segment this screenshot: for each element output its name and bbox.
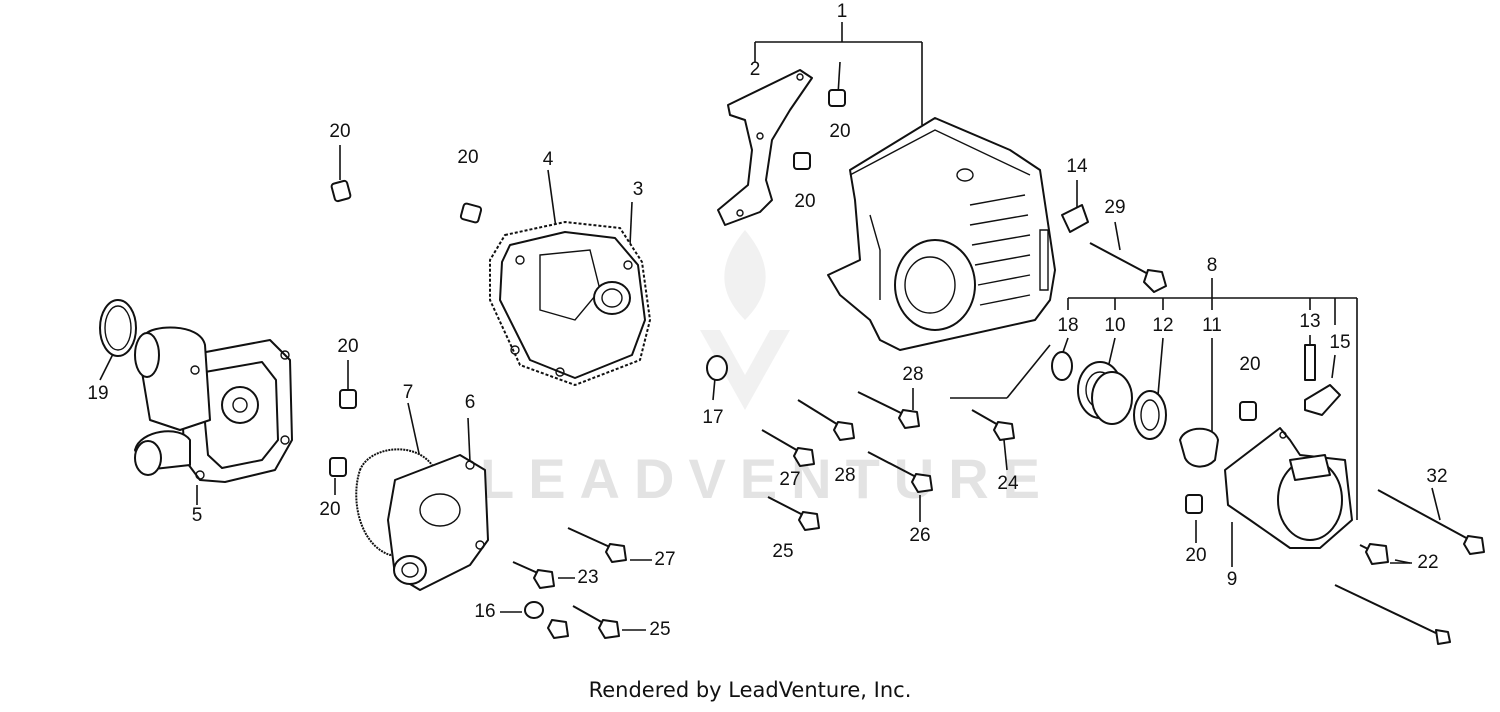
callout-4: 4 [543, 149, 554, 170]
callout-27a: 27 [654, 549, 675, 570]
callout-12: 12 [1152, 315, 1173, 336]
callout-7: 7 [403, 382, 414, 403]
callout-dashes [558, 559, 1412, 631]
part-14-clip [1061, 204, 1089, 233]
callout-19: 19 [87, 383, 108, 404]
part-16-washer [524, 601, 544, 619]
callout-22: 22 [1417, 552, 1438, 573]
part-18-seal [1051, 351, 1073, 381]
callout-29: 29 [1104, 197, 1125, 218]
callout-20c: 20 [829, 121, 850, 142]
callout-20e: 20 [337, 336, 358, 357]
part-29-bolt [1089, 242, 1167, 293]
callout-24: 24 [997, 473, 1019, 494]
callout-20b: 20 [457, 147, 478, 168]
callout-27b: 27 [779, 469, 800, 490]
callout-23: 23 [577, 567, 598, 588]
callout-20h: 20 [1185, 545, 1206, 566]
part-6-inner-cover [387, 454, 489, 591]
callout-15: 15 [1329, 332, 1350, 353]
callout-16: 16 [474, 601, 495, 622]
callout-1: 1 [837, 1, 848, 22]
callout-14: 14 [1066, 156, 1088, 177]
part-17-washer [706, 355, 728, 381]
callout-20g: 20 [1239, 354, 1260, 375]
part-10-bearing [1077, 361, 1133, 425]
callout-26: 26 [909, 525, 930, 546]
callout-labels: 1 2 3 4 5 6 7 8 9 10 11 12 13 14 15 16 1… [87, 1, 1447, 640]
callout-3: 3 [633, 179, 644, 200]
callout-13: 13 [1299, 311, 1320, 332]
callout-25b: 25 [649, 619, 670, 640]
callout-32: 32 [1426, 466, 1447, 487]
callout-17: 17 [702, 407, 723, 428]
callout-5: 5 [192, 505, 203, 526]
callout-20f: 20 [319, 499, 340, 520]
callout-18: 18 [1057, 315, 1078, 336]
part-9-housing [1224, 427, 1353, 549]
callout-20a: 20 [329, 121, 350, 142]
callout-8: 8 [1207, 255, 1218, 276]
part-1-case [827, 117, 1056, 351]
collars [329, 89, 1257, 514]
part-13-bleeder [1304, 344, 1316, 381]
part-11-spring [1179, 427, 1219, 468]
callout-6: 6 [465, 392, 476, 413]
callout-28a: 28 [902, 364, 923, 385]
part-12-seal [1133, 390, 1167, 440]
callout-25a: 25 [772, 541, 793, 562]
callout-10: 10 [1104, 315, 1125, 336]
callout-9: 9 [1227, 569, 1238, 590]
part-3-cover [499, 231, 646, 379]
part-19-o-ring [99, 299, 137, 357]
part-15-elbow [1304, 384, 1341, 416]
callout-11: 11 [1202, 315, 1222, 336]
bolts [512, 391, 1485, 645]
parts-diagram: 1 2 3 4 5 6 7 8 9 10 11 12 13 14 15 16 1… [87, 1, 1485, 645]
leader-lines [99, 22, 1441, 613]
footer-credit: Rendered by LeadVenture, Inc. [588, 678, 912, 702]
part-5-pump-housing [134, 326, 293, 483]
callout-20d: 20 [794, 191, 815, 212]
callout-2: 2 [750, 59, 761, 80]
callout-28b: 28 [834, 465, 855, 486]
part-2-bracket [717, 69, 813, 226]
